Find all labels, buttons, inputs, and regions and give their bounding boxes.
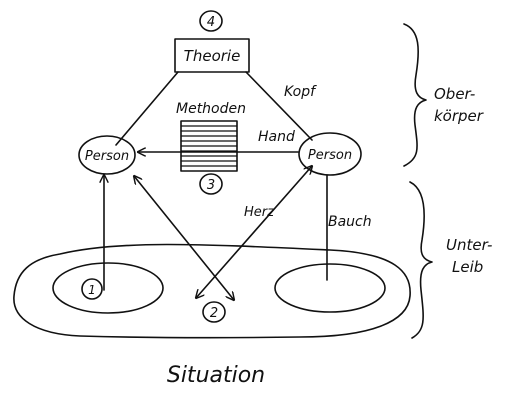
number-label: 1 (88, 283, 96, 297)
theory-box: Theorie (174, 38, 250, 73)
situation-label: Situation (167, 363, 265, 388)
lower-body-label-2: Leib (452, 258, 483, 276)
theory-label: Theorie (184, 47, 241, 65)
number-label: 2 (210, 306, 218, 321)
upper-body-label-1: Ober- (434, 85, 475, 103)
number-label: 3 (207, 178, 215, 193)
lower-body-label-1: Unter- (446, 236, 492, 254)
number-1-marker: 1 (81, 278, 103, 300)
heart-arrow-right (196, 166, 312, 298)
theory-person-left-line (115, 71, 179, 146)
theory-person-right-line (245, 71, 313, 141)
person-left-label: Person (85, 149, 129, 164)
situation-outline (13, 243, 411, 339)
situation-left-part (52, 262, 164, 314)
person-right-label: Person (308, 148, 352, 163)
person-right: Person (298, 132, 362, 176)
methods-label: Methoden (176, 101, 246, 117)
person-left: Person (78, 135, 136, 175)
methods-stack (180, 120, 238, 172)
number-4-marker: 4 (199, 10, 223, 32)
heart-arrow-left (134, 176, 234, 300)
lower-body-brace (409, 181, 433, 339)
head-label: Kopf (284, 84, 317, 100)
number-2-marker: 2 (202, 301, 226, 323)
belly-label: Bauch (328, 214, 372, 230)
upper-body-brace (403, 23, 427, 167)
hand-label: Hand (258, 129, 295, 145)
number-3-marker: 3 (199, 173, 223, 195)
upper-body-label-2: körper (434, 107, 484, 125)
number-label: 4 (207, 15, 215, 30)
situation-right-part (274, 263, 386, 313)
